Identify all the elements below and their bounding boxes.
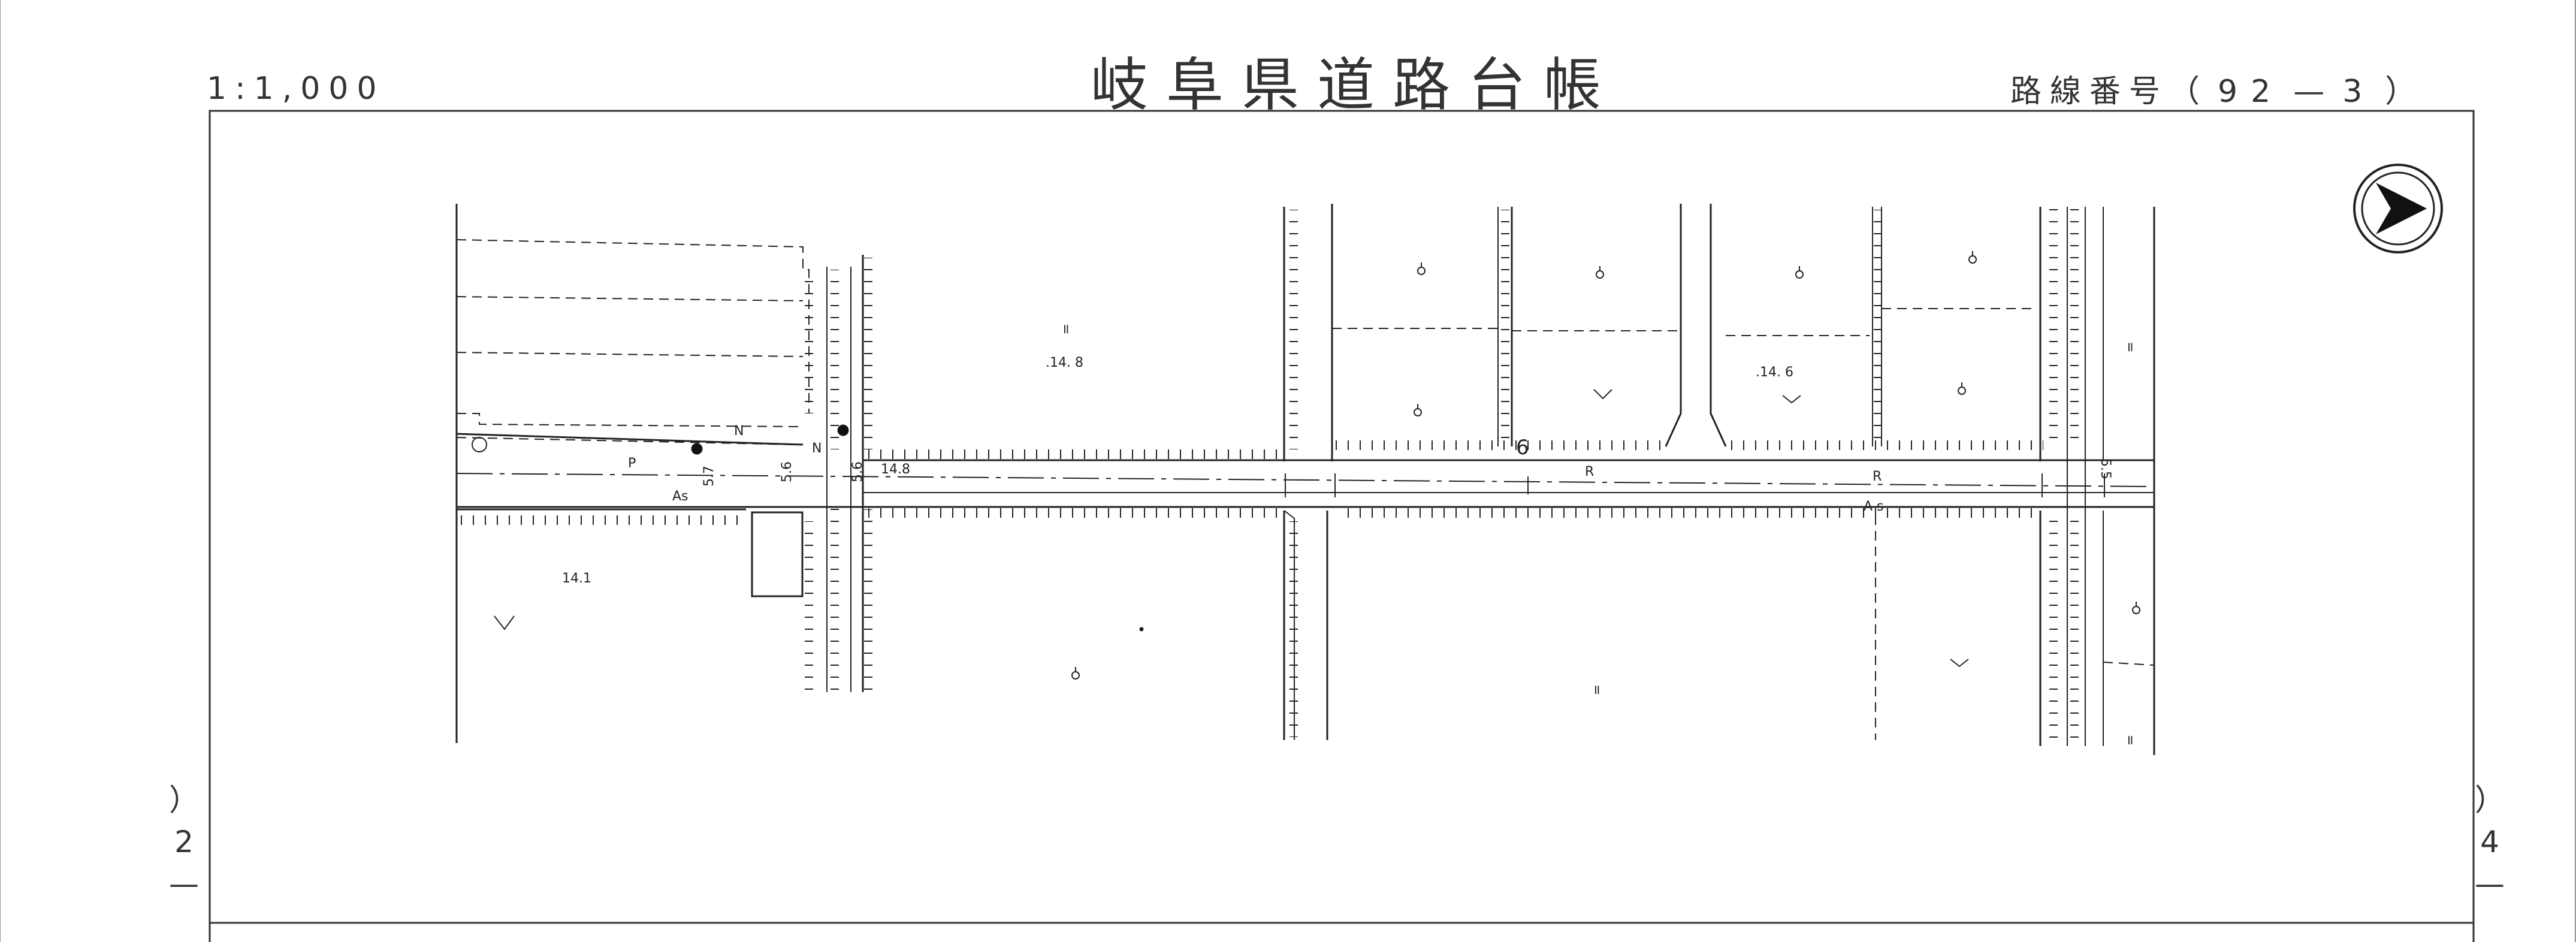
landuse-symbol: = [2122,735,2137,745]
map-marker-n: N [734,424,744,439]
curb-lower-2 [1342,508,2040,518]
left-sheet-number: 2 [174,825,194,859]
map-marker-r: R [1873,469,1882,484]
pavement-as-label: As [672,489,688,504]
road-centerline [456,473,2155,487]
route-prefix: 路線番号（ [2010,74,2209,110]
map-marker-p: P [628,456,636,471]
left-sheet-dash: — [169,866,199,901]
north-arrow-icon [2353,164,2443,253]
curb-upper-1 [863,449,1282,459]
middle-blocks [1071,204,2155,755]
left-sheet-paren: ） [169,783,199,817]
elevation-label: 14.1 [562,571,591,586]
curb-lower-1 [863,508,1285,518]
adjacent-sheet-left: ） 2 — [169,779,199,905]
elevation-label: 14.8 [881,462,910,477]
landuse-symbol: = [1058,324,1073,334]
route-suffix: ） [2385,74,2425,110]
road-number-label: 6 [1516,436,1529,460]
route-number-value: 92 [2218,74,2284,110]
adjacent-sheet-right: ） 4 — [2475,779,2505,905]
map-frame [209,110,2475,942]
elevation-label: .14. 6 [1756,365,1793,380]
route-sheet-value: 3 [2342,74,2376,110]
route-number: 路線番号（92—3） [2010,66,2424,111]
curb-upper-2 [1333,440,1666,450]
page-title: 岐阜県道路台帳 [1091,52,1619,119]
landuse-symbol: = [1589,684,1604,695]
map-labels: .14. 8 .14. 6 14.1 14.8 N N P As A s R R… [562,324,2137,745]
width-label: 5.7 [702,466,717,487]
width-label: 5.6 [850,461,865,482]
left-parcels [455,204,810,743]
elevation-label: .14. 8 [1046,355,1083,370]
map-marker-r: R [1585,464,1594,479]
main-road [456,433,2155,525]
landuse-symbol: = [2122,342,2137,352]
curb-upper-3 [1723,440,2043,450]
right-sheet-dash: — [2475,866,2505,901]
road-edge-upper-left [456,433,804,446]
side-road-left [805,255,872,692]
map-marker-n: N [812,441,822,456]
width-label: 5.5 [2098,458,2113,479]
right-sheet-paren: ） [2475,783,2505,817]
curb-lower-left [457,515,743,525]
route-dash: — [2293,74,2333,110]
pavement-as-label: A s [1864,499,1884,514]
right-sheet-number: 4 [2480,825,2499,859]
map-scale: 1:1,000 [207,71,385,107]
width-label: 5.6 [780,461,795,482]
